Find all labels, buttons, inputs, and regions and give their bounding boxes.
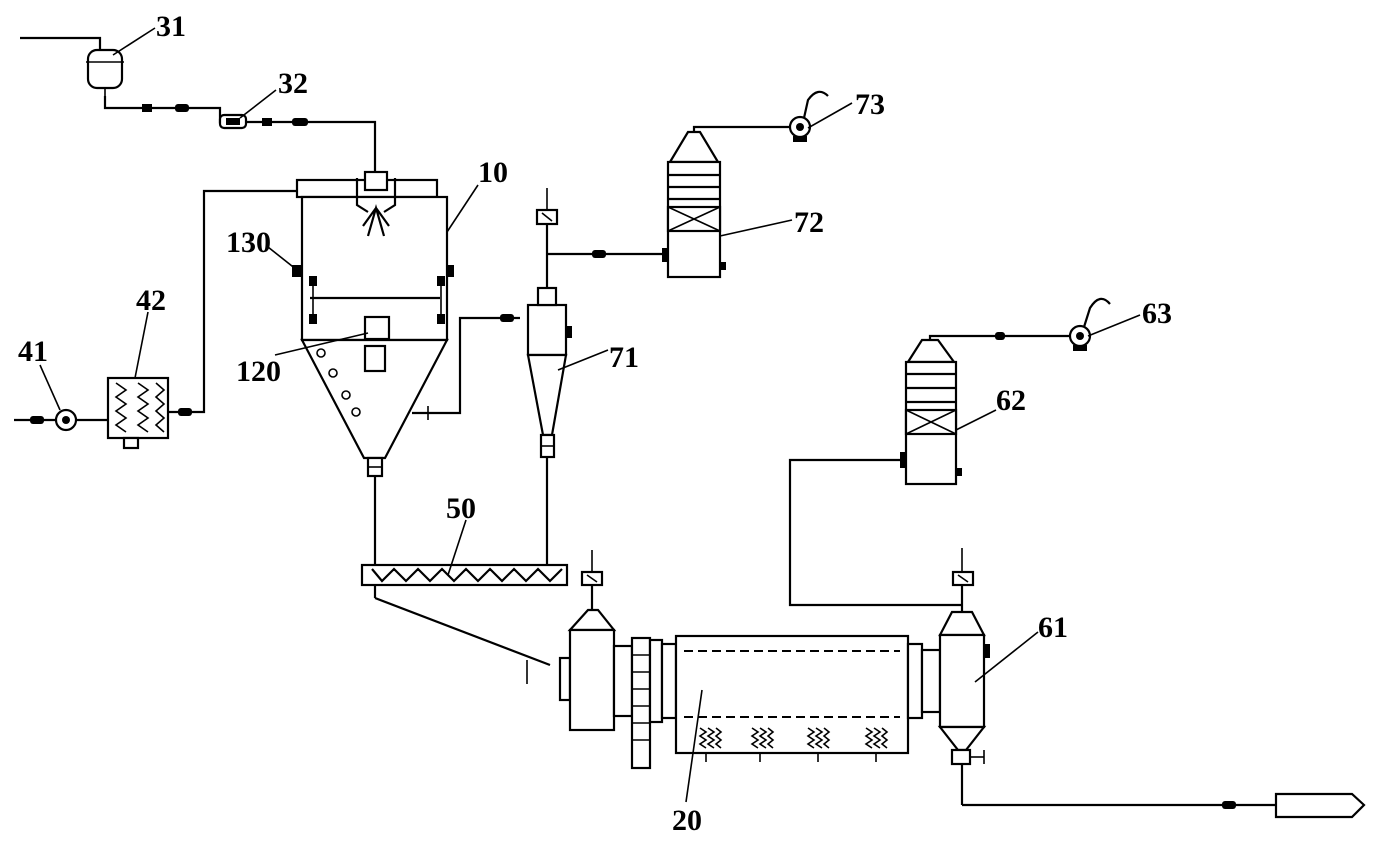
label-42: 42	[136, 284, 166, 317]
screw-conveyor-50	[360, 457, 569, 684]
label-41: 41	[18, 335, 48, 368]
label-10: 10	[478, 156, 508, 189]
spray-dryer-10	[292, 170, 454, 478]
air-blower-41	[14, 408, 108, 432]
label-71: 71	[609, 341, 639, 374]
scrubber-62	[900, 332, 1070, 486]
leader-lines	[39, 27, 1141, 803]
cyclone-71	[526, 286, 572, 459]
label-63: 63	[1142, 297, 1172, 330]
cyclone-vent	[535, 188, 665, 288]
label-50: 50	[446, 492, 476, 525]
fan-73	[788, 90, 829, 142]
label-32: 32	[278, 67, 308, 100]
scrubber-72	[662, 125, 790, 279]
feed-line	[103, 96, 377, 175]
hot-air-duct	[168, 189, 297, 416]
label-61: 61	[1038, 611, 1068, 644]
feed-pump-32	[218, 113, 248, 130]
label-62: 62	[996, 384, 1026, 417]
label-31: 31	[156, 10, 186, 43]
air-heater-42	[106, 376, 170, 450]
label-130: 130	[226, 226, 271, 259]
label-120: 120	[236, 355, 281, 388]
label-20: 20	[672, 804, 702, 837]
dryer-to-cyclone-duct	[412, 314, 520, 420]
feed-tank-31	[20, 36, 124, 96]
label-73: 73	[855, 88, 885, 121]
fan-63	[1068, 297, 1111, 351]
label-72: 72	[794, 206, 824, 239]
rotary-kiln-20	[558, 550, 942, 770]
